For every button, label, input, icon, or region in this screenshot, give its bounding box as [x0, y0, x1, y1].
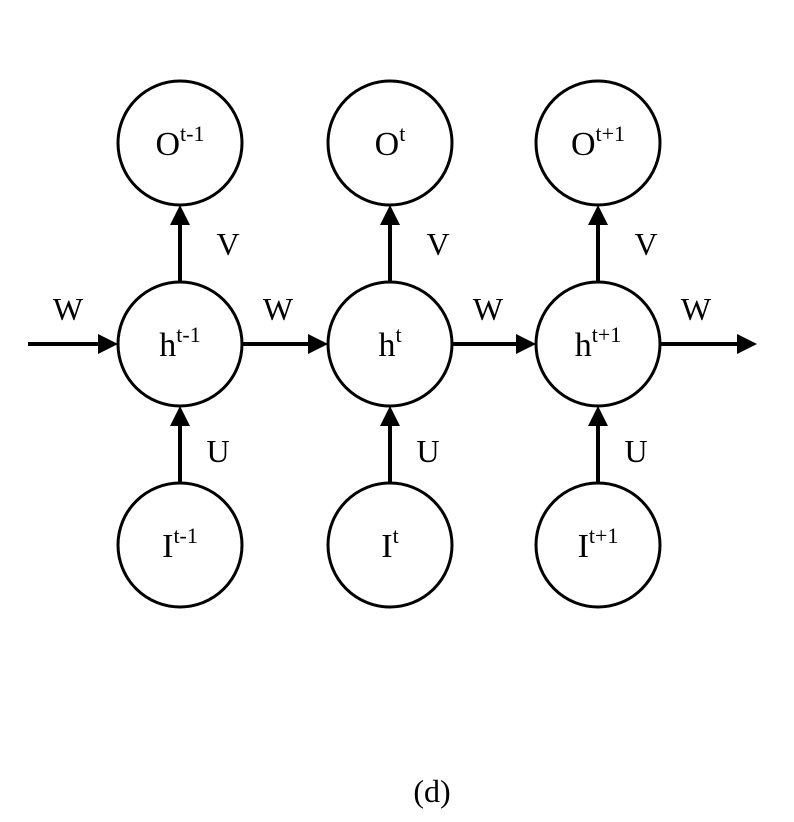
- label-superscript: t+1: [589, 523, 619, 548]
- arrowhead-icon: [170, 406, 190, 426]
- hidden-node-circle: [116, 280, 244, 408]
- label-superscript: t+1: [596, 121, 626, 146]
- output-node-label: Ot: [375, 121, 406, 163]
- input-weight-label: U: [624, 433, 647, 469]
- label-superscript: t-1: [180, 121, 204, 146]
- arrowhead-icon: [737, 334, 757, 354]
- output-arrow-2: [588, 205, 608, 282]
- label-superscript: t: [395, 322, 401, 347]
- hidden-node: ht: [326, 280, 454, 408]
- label-superscript: t-1: [176, 322, 200, 347]
- arrowhead-icon: [588, 406, 608, 426]
- label-base: O: [571, 126, 596, 163]
- label-base: h: [378, 327, 395, 364]
- arrowhead-icon: [98, 334, 118, 354]
- hidden-node-label: ht: [378, 322, 401, 364]
- label-base: h: [159, 327, 176, 364]
- input-node: It: [326, 481, 454, 609]
- output-node-circle: [326, 79, 454, 207]
- input-node-circle: [116, 481, 244, 609]
- label-base: O: [375, 126, 400, 163]
- output-node-label: Ot-1: [155, 121, 204, 163]
- hidden-node: ht+1: [534, 280, 662, 408]
- label-base: I: [578, 528, 589, 565]
- input-node-label: It-1: [162, 523, 198, 565]
- output-node: Ot+1: [534, 79, 662, 207]
- arrowhead-icon: [380, 205, 400, 225]
- arrowhead-icon: [588, 205, 608, 225]
- input-weight-label: U: [206, 433, 229, 469]
- input-weight-label: U: [416, 433, 439, 469]
- figure-caption: (d): [413, 773, 450, 809]
- recurrent-weight-label: W: [681, 291, 712, 327]
- label-superscript: t: [393, 523, 399, 548]
- hidden-node-label: ht+1: [575, 322, 622, 364]
- arrowhead-icon: [170, 205, 190, 225]
- input-arrow-0: [170, 406, 190, 483]
- input-node-label: It: [381, 523, 398, 565]
- output-weight-label: V: [634, 226, 657, 262]
- recurrent-weight-label: W: [263, 291, 294, 327]
- hidden-node-circle: [534, 280, 662, 408]
- arrowhead-icon: [516, 334, 536, 354]
- recurrent-arrow-1: [452, 334, 536, 354]
- label-superscript: t+1: [592, 322, 622, 347]
- label-base: I: [381, 528, 392, 565]
- output-node: Ot-1: [116, 79, 244, 207]
- hidden-node: ht-1: [116, 280, 244, 408]
- arrowhead-icon: [380, 406, 400, 426]
- label-base: h: [575, 327, 592, 364]
- input-arrow-1: [380, 406, 400, 483]
- output-arrow-0: [170, 205, 190, 282]
- label-superscript: t-1: [173, 523, 197, 548]
- recurrent-arrow-0: [242, 334, 328, 354]
- output-node-circle: [116, 79, 244, 207]
- label-base: I: [162, 528, 173, 565]
- hidden-node-circle: [326, 280, 454, 408]
- output-node: Ot: [326, 79, 454, 207]
- output-node-label: Ot+1: [571, 121, 625, 163]
- output-weight-label: V: [426, 226, 449, 262]
- recurrent-weight-label: W: [53, 291, 84, 327]
- arrowhead-icon: [308, 334, 328, 354]
- output-arrow-1: [380, 205, 400, 282]
- label-superscript: t: [399, 121, 405, 146]
- label-base: O: [155, 126, 180, 163]
- recurrent-arrow-in: [28, 334, 118, 354]
- input-node-circle: [326, 481, 454, 609]
- recurrent-arrow-2: [660, 334, 757, 354]
- output-node-circle: [534, 79, 662, 207]
- input-node: It-1: [116, 481, 244, 609]
- hidden-node-label: ht-1: [159, 322, 200, 364]
- input-arrow-2: [588, 406, 608, 483]
- input-node: It+1: [534, 481, 662, 609]
- input-node-circle: [534, 481, 662, 609]
- output-weight-label: V: [216, 226, 239, 262]
- input-node-label: It+1: [578, 523, 619, 565]
- recurrent-weight-label: W: [473, 291, 504, 327]
